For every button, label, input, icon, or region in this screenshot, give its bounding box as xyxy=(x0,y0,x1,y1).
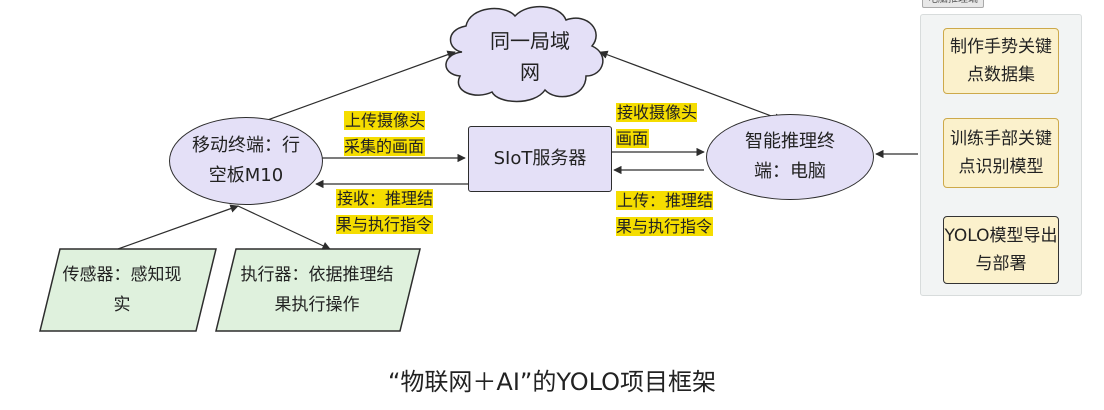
mobile-terminal-node: 移动终端：行空板M10 xyxy=(169,117,323,205)
step-export-label: YOLO模型导出与部署 xyxy=(944,226,1058,274)
sensor-label: 传感器：感知现实 xyxy=(62,265,182,315)
edge-cloud-pc xyxy=(599,50,783,122)
upload-frames-label: 上传摄像头采集的画面 xyxy=(344,111,426,156)
edge-mobile-actuator xyxy=(237,205,331,250)
receive-frames-label: 接收摄像头画面 xyxy=(616,103,698,148)
step-train: 训练手部关键点识别模型 xyxy=(943,118,1059,188)
edge-sensor-mobile xyxy=(117,204,239,250)
step-dataset: 制作手势关键点数据集 xyxy=(943,28,1059,94)
step-train-label: 训练手部关键点识别模型 xyxy=(950,129,1052,177)
siot-server-node: SIoT服务器 xyxy=(468,126,612,192)
pc-terminal-node: 智能推理终端：电脑 xyxy=(706,114,874,200)
cloud-node: 同一局域网 xyxy=(490,24,570,90)
upload-results-label: 上传：推理结果与执行指令 xyxy=(616,191,714,236)
figure-caption: “物联网＋AI”的YOLO项目框架 xyxy=(387,368,716,396)
actuator-shape xyxy=(215,248,421,332)
step-dataset-label: 制作手势关键点数据集 xyxy=(950,37,1052,85)
cloud-label: 同一局域网 xyxy=(490,29,570,84)
step-export: YOLO模型导出与部署 xyxy=(943,216,1059,284)
actuator-label: 执行器：依据推理结果执行操作 xyxy=(240,265,394,315)
siot-server-label: SIoT服务器 xyxy=(493,148,587,169)
subgraph-title: 电脑推理端 xyxy=(922,0,984,8)
receive-results-label: 接收：推理结果与执行指令 xyxy=(336,189,434,234)
mobile-terminal-label: 移动终端：行空板M10 xyxy=(192,135,300,186)
sensor-shape xyxy=(39,248,217,332)
sensor-node: 传感器：感知现实 xyxy=(62,260,182,320)
edge-cloud-mobile xyxy=(239,50,456,132)
actuator-node: 执行器：依据推理结果执行操作 xyxy=(236,260,398,320)
pc-terminal-label: 智能推理终端：电脑 xyxy=(745,131,835,182)
